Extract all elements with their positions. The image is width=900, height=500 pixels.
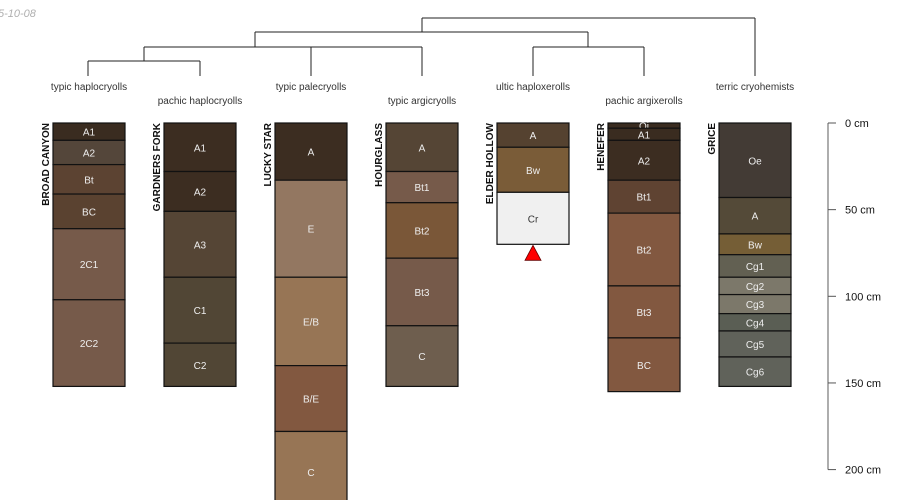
horizon: [163, 122, 237, 173]
horizon-label: A1: [638, 130, 651, 141]
horizon-label: C: [418, 352, 425, 363]
taxon-label: ultic haploxerolls: [496, 82, 570, 93]
horizon: [52, 299, 126, 388]
depth-axis-label: 0 cm: [845, 118, 869, 130]
horizon: [607, 285, 681, 339]
horizon-label: C2: [194, 361, 207, 372]
horizon-label: Bt1: [414, 183, 429, 194]
horizon: [496, 122, 570, 148]
taxon-label: typic palecryolls: [276, 82, 347, 93]
depth-axis-label: 200 cm: [845, 465, 881, 477]
horizon: [163, 342, 237, 388]
depth-axis-label: 50 cm: [845, 205, 875, 217]
horizon: [607, 179, 681, 214]
horizon-label: A: [530, 131, 537, 142]
horizon: [163, 276, 237, 344]
horizon: [274, 365, 348, 433]
horizon-label: Bt2: [636, 246, 651, 257]
horizon-label: A2: [194, 187, 207, 198]
horizon: [607, 139, 681, 181]
horizon-label: Oe: [748, 156, 762, 167]
horizon: [496, 146, 570, 193]
profile-name: LUCKY STAR: [263, 122, 274, 186]
horizon: [718, 122, 792, 199]
horizon: [718, 330, 792, 358]
horizon-label: A2: [83, 148, 96, 159]
horizon-label: Bt1: [636, 193, 651, 204]
taxon-label: pachic argixerolls: [605, 96, 682, 107]
taxon-label: pachic haplocryolls: [158, 96, 243, 107]
horizon: [385, 202, 459, 259]
horizon: [496, 191, 570, 245]
horizon-label: A3: [194, 240, 207, 251]
taxon-label: typic haplocryolls: [51, 82, 127, 93]
horizon-label: Cg3: [746, 300, 765, 311]
profile-name: GRICE: [707, 123, 718, 155]
horizon-label: B/E: [303, 395, 319, 406]
horizon-label: A2: [638, 156, 651, 167]
horizon-label: A: [419, 143, 426, 154]
horizon-label: A: [752, 212, 759, 223]
bedrock-contact-marker: [524, 244, 542, 261]
horizon-label: Cg4: [746, 318, 765, 329]
horizon: [607, 337, 681, 393]
profile-name: GARDNERS FORK: [152, 122, 163, 211]
horizon-label: E/B: [303, 317, 319, 328]
horizon-label: Bt3: [414, 288, 429, 299]
horizon-label: Bt3: [636, 308, 651, 319]
horizon-label: Bt: [84, 175, 94, 186]
horizon-label: BC: [82, 207, 96, 218]
horizon: [718, 196, 792, 235]
profile-name: HOURGLASS: [374, 123, 385, 187]
horizon: [163, 170, 237, 212]
horizon-label: Bw: [748, 240, 763, 251]
horizon-label: Cg1: [746, 262, 765, 273]
horizon-label: A1: [83, 128, 96, 139]
horizon: [52, 163, 126, 195]
taxon-label: terric cryohemists: [716, 82, 794, 93]
horizon-label: Bw: [526, 166, 541, 177]
horizon-label: A: [308, 148, 315, 159]
horizon-label: Cr: [528, 214, 539, 225]
horizon: [385, 257, 459, 327]
profile-name: BROAD CANYON: [41, 123, 52, 206]
depth-axis-label: 150 cm: [845, 378, 881, 390]
depth-axis-label: 100 cm: [845, 291, 881, 303]
horizon-label: 2C1: [80, 260, 99, 271]
profile-name: HENEFER: [596, 122, 607, 171]
horizon: [274, 430, 348, 500]
horizon: [385, 325, 459, 388]
horizon: [385, 170, 459, 204]
horizon-label: Cg5: [746, 340, 765, 351]
horizon: [385, 122, 459, 173]
horizon-label: BC: [637, 361, 651, 372]
horizon: [718, 356, 792, 388]
profile-name: ELDER HOLLOW: [485, 122, 496, 204]
horizon-label: E: [308, 225, 315, 236]
horizon-label: Oi: [639, 122, 649, 133]
horizon-label: A1: [194, 143, 207, 154]
horizon-label: C: [307, 468, 314, 479]
taxon-label: typic argicryolls: [388, 96, 456, 107]
horizon-label: 2C2: [80, 339, 99, 350]
date-label: 5-10-08: [0, 8, 36, 20]
horizon-label: Cg6: [746, 368, 765, 379]
horizon-label: Bt2: [414, 226, 429, 237]
horizon: [163, 210, 237, 278]
horizon-label: C1: [194, 306, 207, 317]
horizon-label: Cg2: [746, 282, 765, 293]
